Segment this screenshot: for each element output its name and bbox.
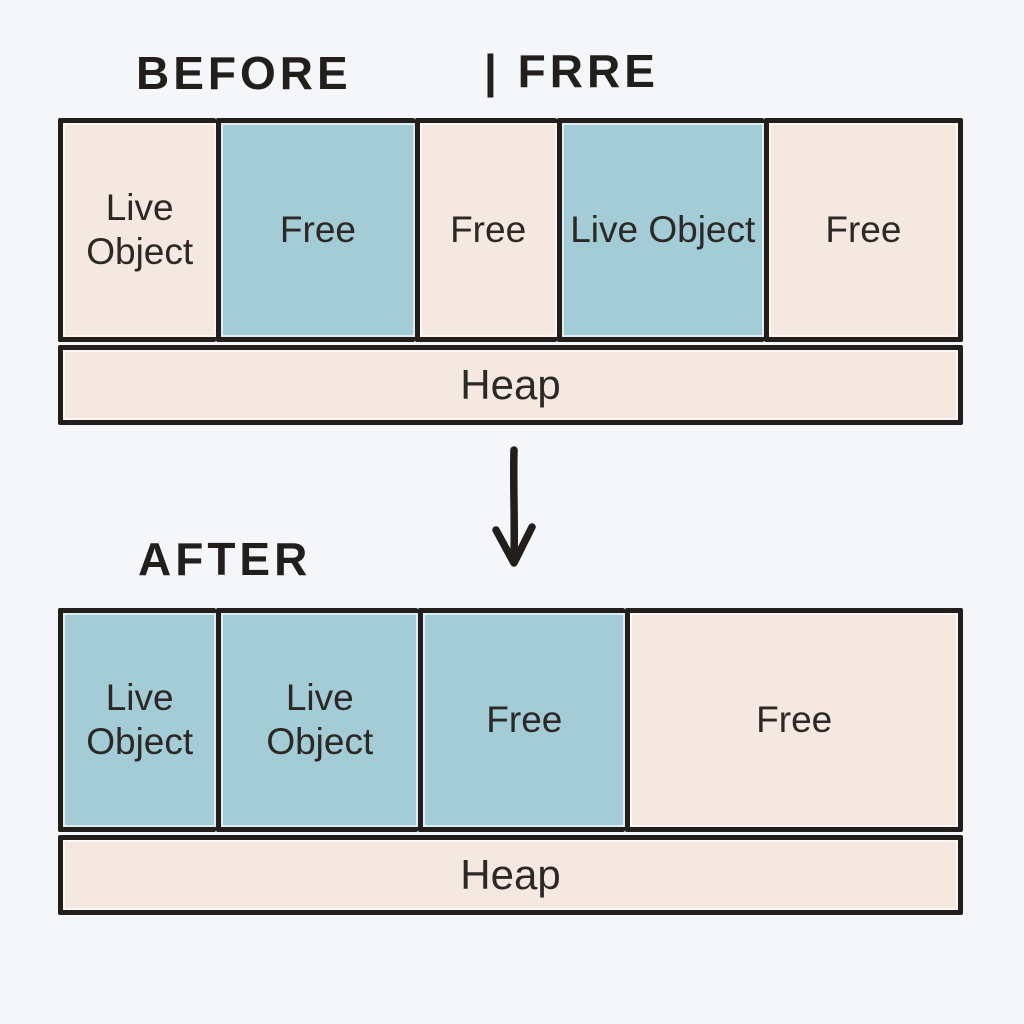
memory-block-label: Live Object xyxy=(86,677,194,762)
memory-block-label: Live Object xyxy=(570,209,756,251)
memory-block: Live Object xyxy=(556,118,764,342)
memory-block-label: Live Object xyxy=(86,187,194,272)
memory-block: Free xyxy=(414,118,557,342)
before-memory-section: Live Object Free Free Live Object Free H… xyxy=(58,118,963,425)
after-heading: AFTER xyxy=(138,533,312,585)
memory-block-label: Free xyxy=(450,209,527,251)
header-extra-text: | FRRE xyxy=(484,45,659,97)
before-blocks-row: Live Object Free Free Live Object Free xyxy=(58,118,963,342)
memory-block: Live Object xyxy=(58,118,217,342)
heap-label: Heap xyxy=(460,361,561,408)
down-arrow-icon xyxy=(492,446,536,567)
memory-block: Live Object xyxy=(58,608,217,832)
memory-block-label: Free xyxy=(486,699,563,741)
before-heading: BEFORE xyxy=(136,47,352,99)
heap-label: Heap xyxy=(460,851,561,898)
after-memory-section: Live Object Live Object Free Free Heap xyxy=(58,608,963,915)
memory-block-label: Live Object xyxy=(266,677,374,762)
memory-block: Free xyxy=(625,608,963,832)
after-heap-bar: Heap xyxy=(58,835,963,915)
memory-block: Free xyxy=(216,118,415,342)
memory-block-label: Free xyxy=(756,699,833,741)
after-blocks-row: Live Object Live Object Free Free xyxy=(58,608,963,832)
memory-block-label: Free xyxy=(279,209,356,251)
memory-block: Live Object xyxy=(216,608,419,832)
memory-block: Free xyxy=(763,118,963,342)
before-heap-bar: Heap xyxy=(58,345,963,425)
memory-block: Free xyxy=(418,608,626,832)
memory-block-label: Free xyxy=(825,209,902,251)
